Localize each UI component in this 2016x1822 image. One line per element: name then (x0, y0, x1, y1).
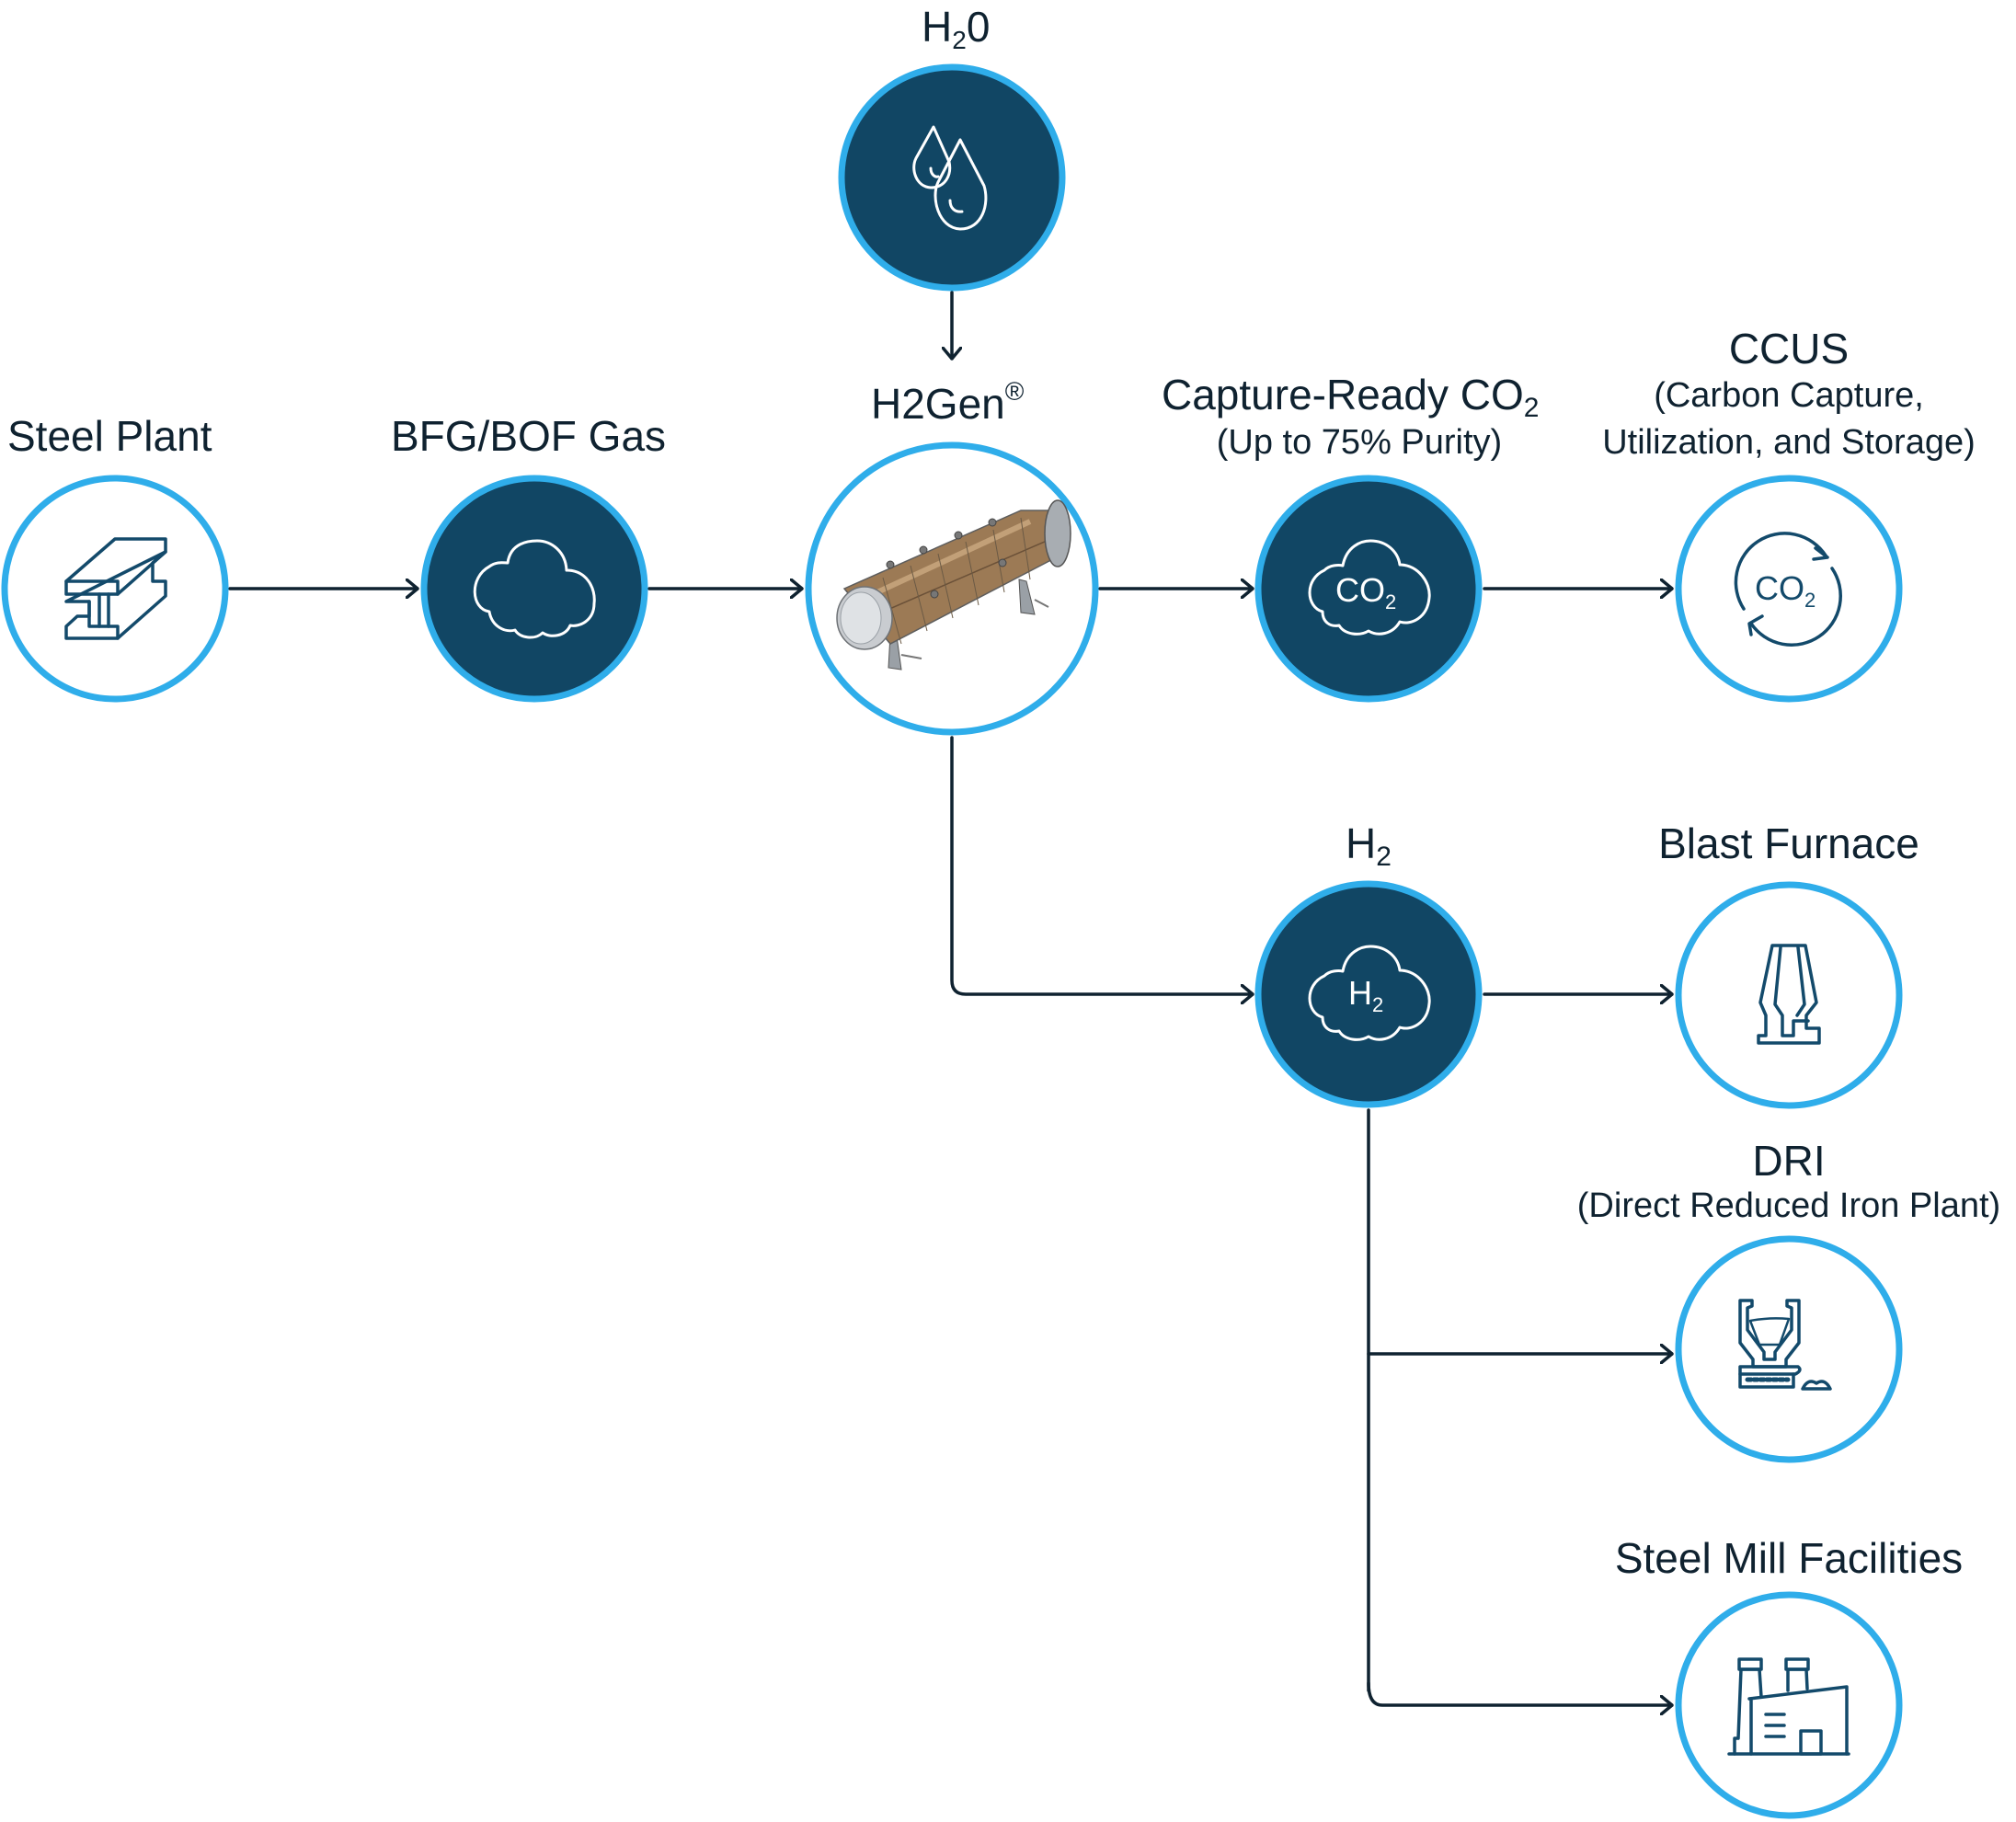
steel-plant-circle (1, 475, 229, 703)
node-h2gen[interactable]: H2Gen® (805, 377, 1099, 736)
dri-label: DRI (1752, 1137, 1825, 1185)
ccus-sublabel-2: Utilization, and Storage) (1602, 423, 1976, 462)
node-steel-mill[interactable]: Steel Mill Facilities (1615, 1534, 1963, 1819)
edge-h2-to-steel-mill (1367, 1681, 1674, 1705)
reactor-vessel-icon (836, 499, 1071, 670)
dri-circle (1675, 1235, 1903, 1463)
co2-label: Capture-Ready CO2 (1162, 371, 1539, 423)
water-drops-icon (912, 125, 988, 231)
connectors (228, 291, 1674, 1705)
co2-circle (1254, 475, 1483, 703)
dri-sublabel: (Direct Reduced Iron Plant) (1577, 1186, 2000, 1225)
ccus-sublabel-1: (Carbon Capture, (1654, 376, 1924, 415)
ccus-label: CCUS (1729, 325, 1849, 372)
bfg-gas-circle (420, 475, 648, 703)
steel-mill-circle (1675, 1591, 1903, 1819)
svg-text:CO2: CO2 (1335, 571, 1396, 613)
co2-sublabel: (Up to 75% Purity) (1217, 423, 1502, 462)
h2o-label: H20 (922, 3, 990, 54)
blast-furnace-label: Blast Furnace (1658, 819, 1919, 867)
node-ccus[interactable]: CCUS (Carbon Capture, Utilization, and S… (1602, 325, 1976, 703)
steel-plant-label: Steel Plant (7, 412, 212, 460)
i-beam-icon (64, 537, 167, 640)
dri-plant-icon (1738, 1299, 1832, 1391)
svg-text:H2: H2 (1348, 974, 1383, 1016)
blast-furnace-circle (1675, 881, 1903, 1109)
svg-text:CO2: CO2 (1755, 569, 1816, 612)
h2-cloud-icon: H2 (1308, 945, 1431, 1041)
factory-icon (1727, 1657, 1850, 1756)
h2-label: H2 (1346, 819, 1392, 872)
h2-circle (1254, 880, 1483, 1108)
h2o-circle (838, 63, 1066, 292)
ccus-circle (1675, 475, 1903, 703)
blast-furnace-icon (1757, 944, 1821, 1045)
node-dri[interactable]: DRI (Direct Reduced Iron Plant) (1577, 1137, 2000, 1463)
node-bfg-gas[interactable]: BFG/BOF Gas (391, 412, 666, 703)
node-co2[interactable]: Capture-Ready CO2 (Up to 75% Purity) CO2 (1162, 371, 1539, 703)
node-blast-furnace[interactable]: Blast Furnace (1658, 819, 1919, 1109)
bfg-gas-label: BFG/BOF Gas (391, 412, 666, 460)
cloud-icon (473, 539, 596, 639)
edge-h2gen-to-h2 (950, 736, 1254, 994)
node-h2o[interactable]: H20 (838, 3, 1066, 292)
h2gen-label: H2Gen® (871, 377, 1025, 428)
node-steel-plant[interactable]: Steel Plant (1, 412, 229, 703)
co2-cloud-icon: CO2 (1308, 539, 1431, 636)
co2-recycle-icon: CO2 (1734, 532, 1842, 647)
steel-mill-label: Steel Mill Facilities (1615, 1534, 1963, 1582)
node-h2[interactable]: H2 H2 (1254, 819, 1483, 1108)
